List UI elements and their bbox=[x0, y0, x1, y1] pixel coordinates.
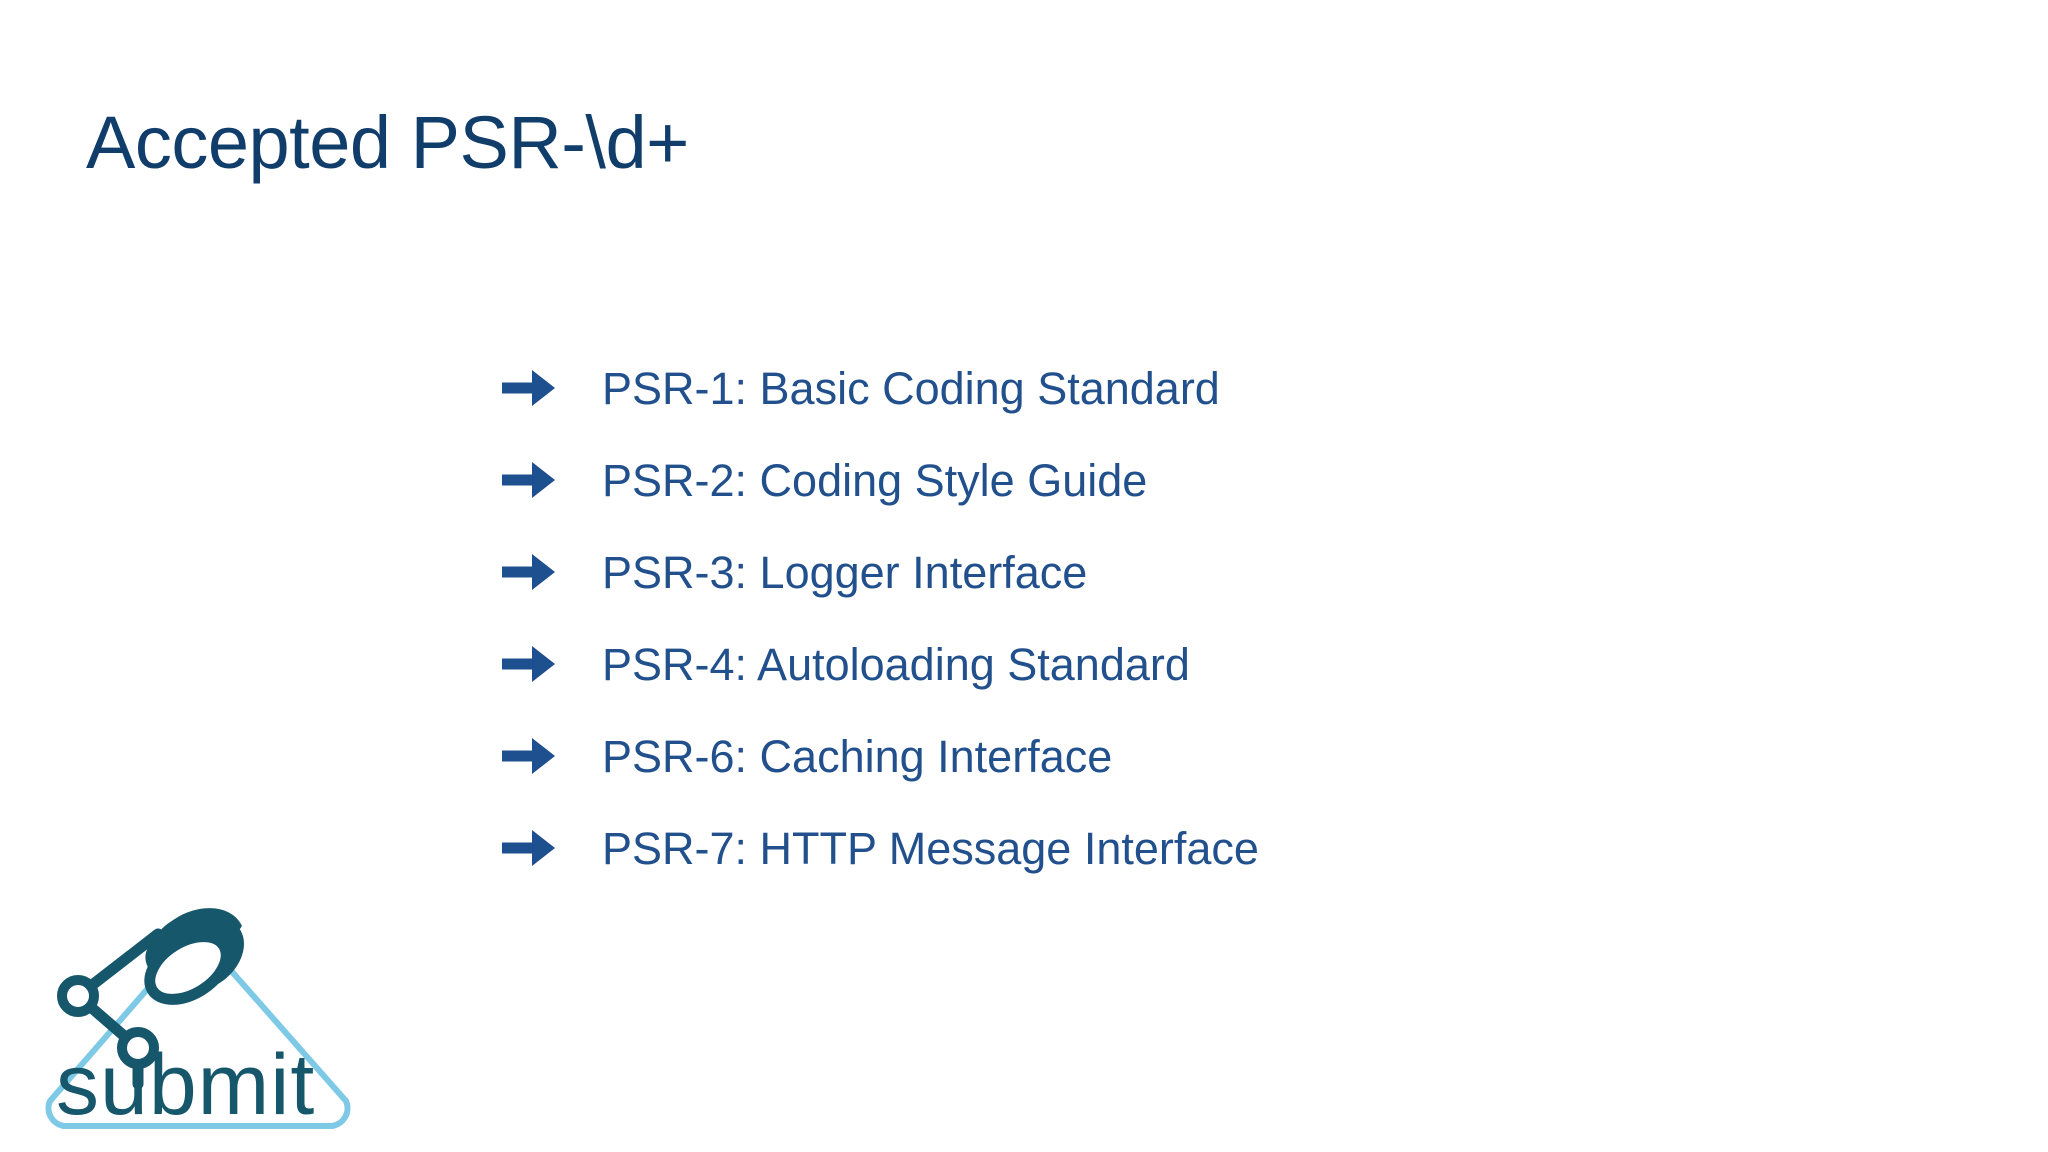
lamp-joint-upper bbox=[57, 975, 99, 1017]
submit-logo: submit bbox=[34, 888, 364, 1150]
list-item[interactable]: PSR-3: Logger Interface bbox=[502, 526, 1602, 618]
list-item-label: PSR-4: Autoloading Standard bbox=[602, 638, 1190, 690]
right-arrow-icon bbox=[502, 644, 602, 684]
logo-triangle-outline bbox=[45, 929, 351, 1129]
logo-wordmark: submit bbox=[56, 1037, 315, 1133]
list-item[interactable]: PSR-1: Basic Coding Standard bbox=[502, 342, 1602, 434]
list-item[interactable]: PSR-2: Coding Style Guide bbox=[502, 434, 1602, 526]
right-arrow-icon bbox=[502, 368, 602, 408]
right-arrow-icon bbox=[502, 828, 602, 868]
list-item-label: PSR-7: HTTP Message Interface bbox=[602, 822, 1259, 874]
list-item[interactable]: PSR-7: HTTP Message Interface bbox=[502, 802, 1602, 894]
list-item-label: PSR-3: Logger Interface bbox=[602, 546, 1088, 598]
list-item-label: PSR-2: Coding Style Guide bbox=[602, 454, 1148, 506]
right-arrow-icon bbox=[502, 736, 602, 776]
bullet-list: PSR-1: Basic Coding Standard PSR-2: Codi… bbox=[502, 342, 1602, 894]
lamp-joint-lower bbox=[117, 1027, 159, 1069]
list-item-label: PSR-1: Basic Coding Standard bbox=[602, 362, 1220, 414]
lamp-head bbox=[144, 908, 245, 1005]
page-title: Accepted PSR-\d+ bbox=[86, 101, 689, 184]
list-item-label: PSR-6: Caching Interface bbox=[602, 730, 1113, 782]
list-item[interactable]: PSR-4: Autoloading Standard bbox=[502, 618, 1602, 710]
list-item[interactable]: PSR-6: Caching Interface bbox=[502, 710, 1602, 802]
right-arrow-icon bbox=[502, 552, 602, 592]
right-arrow-icon bbox=[502, 460, 602, 500]
